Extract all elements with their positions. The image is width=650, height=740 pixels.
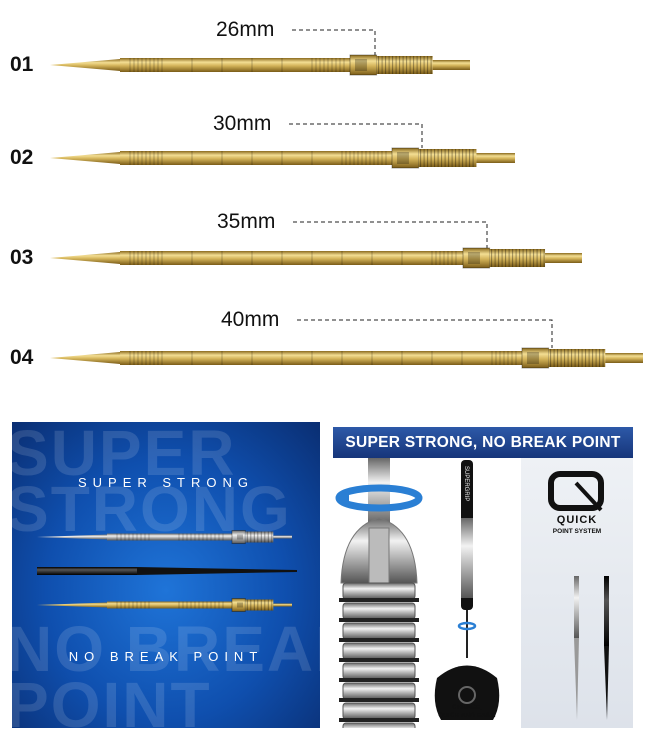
dimension-line — [297, 319, 553, 348]
background-word: SUPER — [12, 422, 237, 489]
thread — [376, 56, 433, 74]
dimension-line — [292, 29, 376, 55]
logo-sub: POINT SYSTEM — [552, 528, 602, 535]
shaft-end — [476, 153, 515, 163]
shaft-end — [545, 253, 582, 263]
point-finishes — [37, 530, 297, 612]
length-label: 40mm — [221, 308, 280, 331]
point-number: 02 — [10, 146, 34, 169]
quick-logo — [548, 471, 609, 720]
super-strong-caption: SUPER STRONG — [77, 475, 254, 490]
length-label: 30mm — [213, 112, 272, 135]
header-banner: SUPER STRONG, NO BREAK POINT — [333, 427, 633, 458]
point-tool — [434, 665, 500, 720]
dimension-line — [293, 221, 488, 248]
shaft-end — [273, 535, 292, 539]
dart-point — [50, 347, 643, 369]
thread — [548, 349, 606, 367]
background-word: POINT — [12, 669, 212, 728]
barrel-brand: SUPERGRIP — [463, 466, 469, 501]
super-strong-panel: SUPER STRONG NO BREAK POINT SUPER STRONG… — [12, 422, 320, 728]
logo-word: QUICK — [556, 514, 598, 526]
dart-point — [50, 147, 515, 169]
shaft-end — [605, 353, 643, 363]
tool-caption-1: CHANGE, — [452, 704, 482, 711]
thread — [418, 149, 477, 167]
quick-point-system: QUICK POINT SYSTEM — [521, 458, 633, 728]
point-number: 01 — [10, 53, 34, 76]
dart-point — [37, 598, 292, 612]
shaft-end — [432, 60, 470, 70]
tool-caption-2: QUICK AND EASY. — [438, 712, 496, 719]
point-number: 04 — [10, 346, 34, 369]
no-break-point-caption: NO BREAK POINT — [68, 649, 264, 664]
dimension-line — [289, 123, 423, 148]
length-label: 26mm — [216, 18, 275, 41]
dart-point — [37, 530, 292, 544]
shaft-end — [273, 603, 292, 607]
thread — [245, 599, 274, 611]
point-number: 03 — [10, 246, 34, 269]
dart-point — [37, 567, 297, 575]
dart-point — [50, 247, 582, 269]
dart-point — [50, 54, 470, 76]
thread — [245, 531, 274, 543]
quick-point-panel: SUPER STRONG, NO BREAK POINT SUPERGRIP C… — [333, 425, 633, 728]
background-word: NO BREAK — [12, 613, 320, 685]
point-lengths-diagram — [50, 29, 643, 369]
length-label: 35mm — [217, 210, 276, 233]
thread — [489, 249, 546, 267]
barrel-illustration: SUPERGRIP — [335, 458, 500, 728]
